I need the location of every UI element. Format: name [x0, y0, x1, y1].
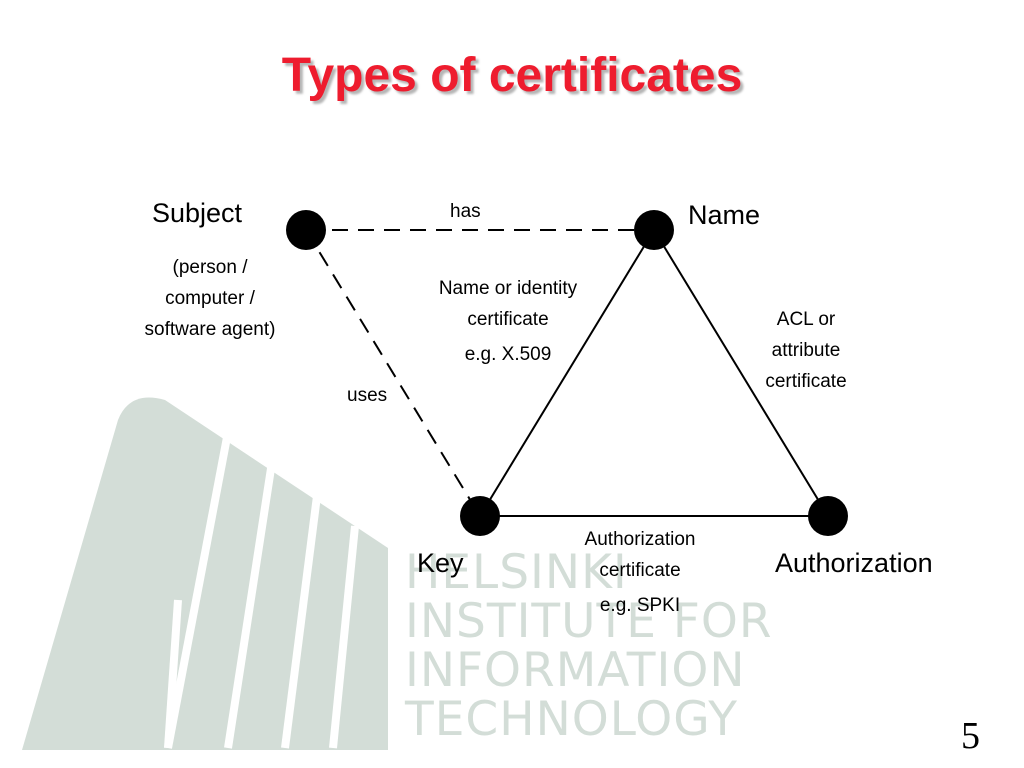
watermark-line: TECHNOLOGY	[405, 692, 739, 747]
edge-subject-key	[305, 229, 481, 517]
authorization-cert-label: Authorization certificate e.g. SPKI	[555, 524, 725, 621]
node-subject	[286, 210, 326, 250]
acl-cert-line: attribute	[771, 340, 841, 361]
acl-cert-line: certificate	[765, 371, 847, 392]
watermark-line: INSTITUTE FOR	[405, 594, 773, 649]
subject-note: (person / computer / software agent)	[108, 252, 312, 345]
watermark-line: HELSINKI	[405, 545, 628, 600]
edge-name-key	[479, 229, 655, 517]
edge-name-authorization	[653, 229, 829, 517]
acl-cert-label: ACL or attribute certificate	[740, 304, 872, 397]
watermark-text: HELSINKI INSTITUTE FOR INFORMATION TECHN…	[405, 548, 773, 744]
node-name	[634, 210, 674, 250]
name-cert-line: Name or identity	[438, 278, 578, 299]
key-label: Key	[417, 548, 464, 578]
authorization-cert-line: Authorization	[584, 529, 696, 550]
node-key	[460, 496, 500, 536]
watermark-line: INFORMATION	[405, 643, 746, 698]
subject-note-line: (person /	[172, 257, 248, 278]
logo-stripe	[224, 461, 276, 749]
logo-stripe	[329, 525, 359, 749]
authorization-cert-line: certificate	[599, 560, 681, 581]
name-label: Name	[688, 200, 761, 230]
subject-note-line: computer /	[165, 288, 255, 309]
slide-title: Types of certificates	[281, 49, 743, 102]
has-label: has	[450, 201, 481, 222]
authorization-label: Authorization	[775, 548, 933, 578]
node-authorization	[808, 496, 848, 536]
logo-stripe-bottom	[164, 599, 182, 749]
authorization-cert-example: e.g. SPKI	[599, 595, 681, 616]
page-number: 5	[961, 715, 980, 757]
acl-cert-line: ACL or	[776, 309, 836, 330]
logo-stripe	[281, 495, 321, 749]
name-cert-example: e.g. X.509	[464, 344, 552, 365]
name-cert-line: certificate	[467, 309, 549, 330]
logo-stripe	[164, 431, 232, 749]
name-cert-label: Name or identity certificate e.g. X.509	[400, 273, 616, 370]
uses-label: uses	[347, 385, 388, 406]
subject-note-line: software agent)	[144, 319, 276, 340]
subject-label: Subject	[152, 198, 243, 228]
